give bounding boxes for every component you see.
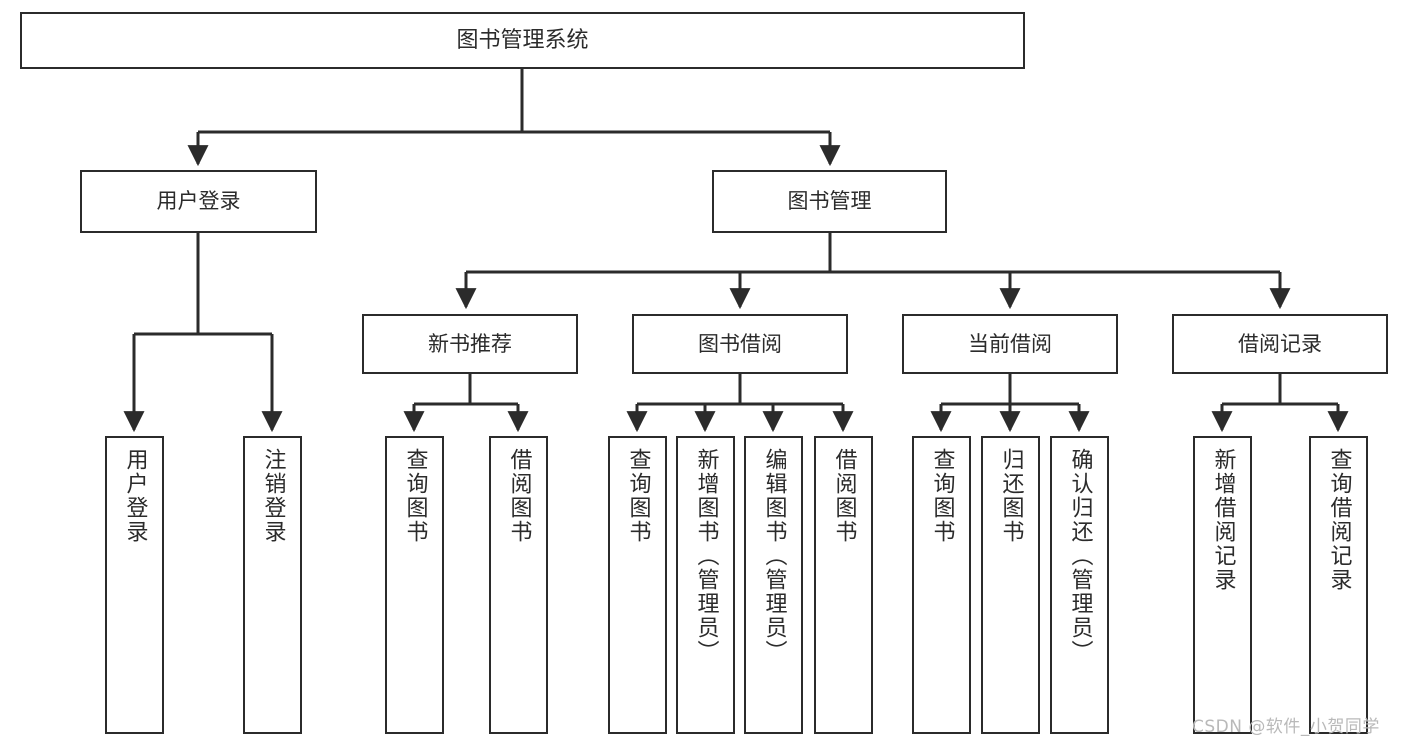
node-label: 图书借阅	[698, 331, 782, 356]
node-leaf-query-record[interactable]: 查询借阅记录	[1309, 436, 1368, 734]
node-group-new-book-recommend[interactable]: 新书推荐	[362, 314, 578, 374]
node-leaf-add-record[interactable]: 新增借阅记录	[1193, 436, 1252, 734]
node-label: 图书管理	[787, 189, 872, 214]
node-leaf-return-book[interactable]: 归还图书	[981, 436, 1040, 734]
node-label: 用户登录	[156, 189, 241, 214]
node-group-book-borrow[interactable]: 图书借阅	[632, 314, 848, 374]
node-root-library-management-system[interactable]: 图书管理系统	[20, 12, 1025, 69]
node-label: 查询图书	[402, 448, 428, 544]
node-label: 确认归还（管理员）	[1067, 448, 1093, 664]
node-branch-book-manage[interactable]: 图书管理	[712, 170, 947, 233]
node-label: 当前借阅	[968, 331, 1052, 356]
node-group-borrow-record[interactable]: 借阅记录	[1172, 314, 1388, 374]
node-label: 新增图书（管理员）	[693, 448, 719, 664]
node-label: 借阅记录	[1238, 331, 1322, 356]
node-label: 图书管理系统	[456, 27, 589, 53]
node-label: 借阅图书	[506, 448, 532, 544]
node-leaf-query-book-2[interactable]: 查询图书	[608, 436, 667, 734]
node-branch-user-login[interactable]: 用户登录	[80, 170, 317, 233]
node-label: 查询借阅记录	[1326, 448, 1352, 592]
node-leaf-add-book[interactable]: 新增图书（管理员）	[676, 436, 735, 734]
node-label: 注销登录	[260, 448, 286, 544]
node-leaf-borrow-book-2[interactable]: 借阅图书	[814, 436, 873, 734]
node-leaf-user-login[interactable]: 用户登录	[105, 436, 164, 734]
node-label: 编辑图书（管理员）	[761, 448, 787, 664]
node-leaf-edit-book[interactable]: 编辑图书（管理员）	[744, 436, 803, 734]
node-label: 查询图书	[625, 448, 651, 544]
node-leaf-logout-login[interactable]: 注销登录	[243, 436, 302, 734]
node-leaf-borrow-book-1[interactable]: 借阅图书	[489, 436, 548, 734]
node-leaf-query-book-1[interactable]: 查询图书	[385, 436, 444, 734]
node-label: 借阅图书	[831, 448, 857, 544]
node-leaf-query-book-3[interactable]: 查询图书	[912, 436, 971, 734]
node-group-current-borrow[interactable]: 当前借阅	[902, 314, 1118, 374]
node-label: 新增借阅记录	[1210, 448, 1236, 592]
node-label: 新书推荐	[428, 331, 512, 356]
node-label: 查询图书	[929, 448, 955, 544]
node-label: 归还图书	[998, 448, 1024, 544]
node-leaf-confirm-return[interactable]: 确认归还（管理员）	[1050, 436, 1109, 734]
node-label: 用户登录	[122, 448, 148, 544]
